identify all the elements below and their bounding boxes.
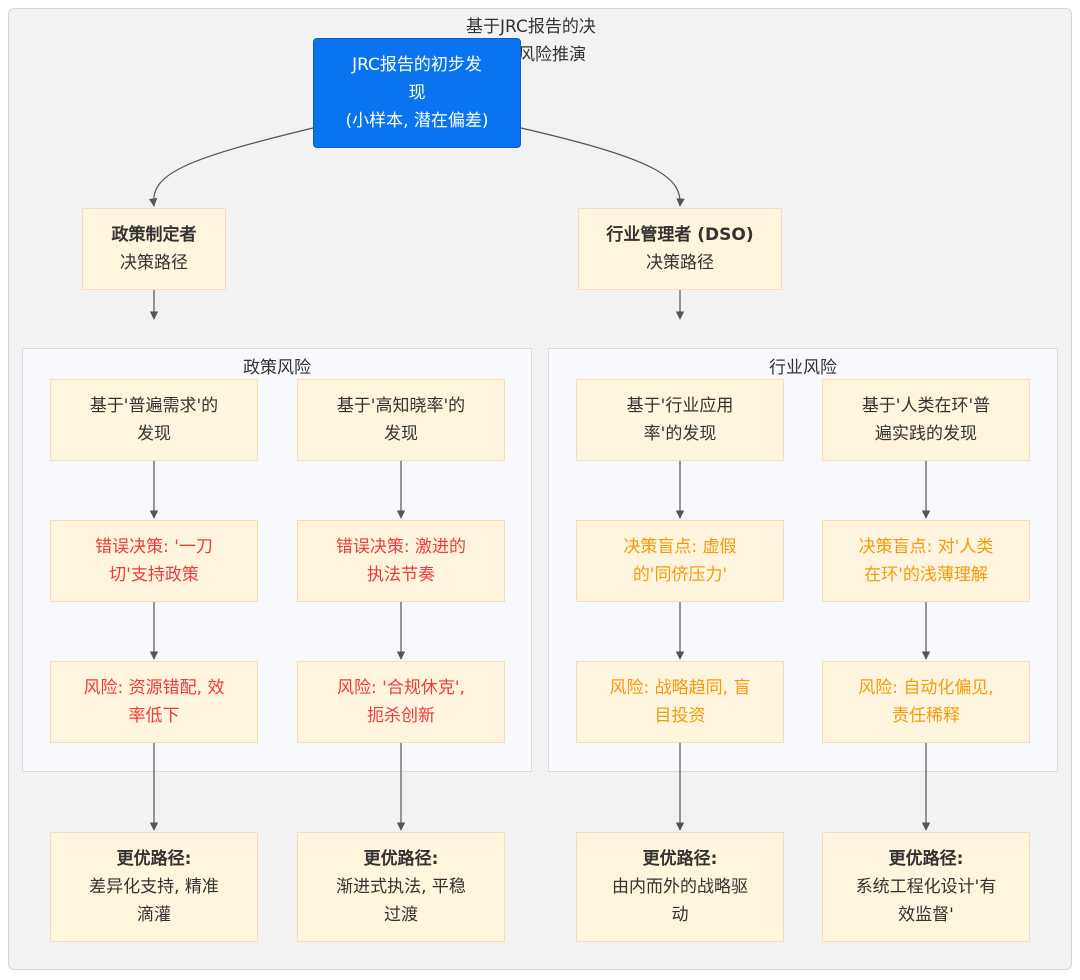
industry-risk1-line1: 风险: 战略趋同, 盲 xyxy=(609,678,751,698)
industry-risk-automation-bias: 风险: 自动化偏见, 责任稀释 xyxy=(822,661,1030,743)
industry-risk-strategic-convergence: 风险: 战略趋同, 盲 目投资 xyxy=(576,661,784,743)
industry-risk1-line2: 目投资 xyxy=(654,706,706,726)
policy-finding-general-demand: 基于'普遍需求'的 发现 xyxy=(50,379,258,461)
better-path3-line1: 由内而外的战略驱 xyxy=(612,877,748,897)
better-path1-line1: 差异化支持, 精准 xyxy=(89,877,219,897)
policy-error-one-size-fits-all: 错误决策: '一刀 切'支持政策 xyxy=(50,520,258,602)
better-path2-heading: 更优路径: xyxy=(363,849,439,869)
industry-blind2-line1: 决策盲点: 对'人类 xyxy=(858,537,994,557)
policy-risk2-line1: 风险: '合规休克', xyxy=(337,678,465,698)
industry-finding1-line2: 率'的发现 xyxy=(643,424,717,444)
better-path3-line2: 动 xyxy=(671,905,689,925)
better-path1-heading: 更优路径: xyxy=(116,849,192,869)
industry-manager-subtitle: 决策路径 xyxy=(646,253,714,273)
better-path4-line2: 效监督' xyxy=(898,905,954,925)
industry-finding-adoption-rate: 基于'行业应用 率'的发现 xyxy=(576,379,784,461)
better-path-inside-out-strategy: 更优路径: 由内而外的战略驱 动 xyxy=(576,832,784,942)
root-line2: 现 xyxy=(408,83,426,103)
edge-root-to-policy-maker xyxy=(148,127,314,207)
diagram-title-line2: 风险推演 xyxy=(518,45,586,65)
better-path2-line1: 渐进式执法, 平稳 xyxy=(336,877,466,897)
policy-error1-line2: 切'支持政策 xyxy=(109,565,199,585)
root-node: JRC报告的初步发 现 (小样本, 潜在偏差) xyxy=(313,38,521,148)
root-line3: (小样本, 潜在偏差) xyxy=(345,111,489,131)
industry-blind1-line2: 的'同侪压力' xyxy=(632,565,728,585)
edge-root-to-industry-manager xyxy=(520,127,685,207)
better-path-systematic-oversight: 更优路径: 系统工程化设计'有 效监督' xyxy=(822,832,1030,942)
policy-risk1-line1: 风险: 资源错配, 效 xyxy=(83,678,225,698)
root-line1: JRC报告的初步发 xyxy=(352,55,482,75)
better-path1-line2: 滴灌 xyxy=(137,905,171,925)
policy-risk1-line2: 率低下 xyxy=(128,706,180,726)
better-path2-line2: 过渡 xyxy=(384,905,418,925)
policy-finding1-line1: 基于'普遍需求'的 xyxy=(89,396,219,416)
better-path-differentiated-support: 更优路径: 差异化支持, 精准 滴灌 xyxy=(50,832,258,942)
industry-blindspot-peer-pressure: 决策盲点: 虚假 的'同侪压力' xyxy=(576,520,784,602)
industry-finding2-line2: 遍实践的发现 xyxy=(875,424,977,444)
industry-manager-node: 行业管理者 (DSO) 决策路径 xyxy=(578,208,782,290)
policy-risk-misallocation: 风险: 资源错配, 效 率低下 xyxy=(50,661,258,743)
policy-finding2-line2: 发现 xyxy=(384,424,418,444)
policy-finding-high-awareness: 基于'高知晓率'的 发现 xyxy=(297,379,505,461)
policy-error2-line2: 执法节奏 xyxy=(367,565,435,585)
industry-manager-title: 行业管理者 (DSO) xyxy=(606,225,754,245)
policy-risk2-line2: 扼杀创新 xyxy=(367,706,435,726)
better-path4-heading: 更优路径: xyxy=(888,849,964,869)
policy-finding2-line1: 基于'高知晓率'的 xyxy=(336,396,466,416)
policy-risk-cluster-label: 政策风险 xyxy=(243,358,311,378)
policy-maker-node: 政策制定者 决策路径 xyxy=(82,208,226,290)
better-path3-heading: 更优路径: xyxy=(642,849,718,869)
policy-finding1-line2: 发现 xyxy=(137,424,171,444)
better-path-gradual-enforcement: 更优路径: 渐进式执法, 平稳 过渡 xyxy=(297,832,505,942)
better-path4-line1: 系统工程化设计'有 xyxy=(855,877,997,897)
policy-maker-title: 政策制定者 xyxy=(111,225,197,245)
industry-risk-cluster-label: 行业风险 xyxy=(769,358,837,378)
policy-error-aggressive-enforcement: 错误决策: 激进的 执法节奏 xyxy=(297,520,505,602)
industry-finding2-line1: 基于'人类在环'普 xyxy=(861,396,991,416)
industry-blindspot-shallow-understanding: 决策盲点: 对'人类 在环'的浅薄理解 xyxy=(822,520,1030,602)
industry-blind1-line1: 决策盲点: 虚假 xyxy=(623,537,737,557)
industry-risk2-line1: 风险: 自动化偏见, xyxy=(858,678,994,698)
policy-risk-compliance-shock: 风险: '合规休克', 扼杀创新 xyxy=(297,661,505,743)
policy-maker-subtitle: 决策路径 xyxy=(120,253,188,273)
industry-blind2-line2: 在环'的浅薄理解 xyxy=(864,565,988,585)
industry-risk2-line2: 责任稀释 xyxy=(892,706,960,726)
policy-error1-line1: 错误决策: '一刀 xyxy=(95,537,213,557)
industry-finding-human-in-loop: 基于'人类在环'普 遍实践的发现 xyxy=(822,379,1030,461)
policy-error2-line1: 错误决策: 激进的 xyxy=(335,537,467,557)
industry-finding1-line1: 基于'行业应用 xyxy=(626,396,734,416)
diagram-title-line1: 基于JRC报告的决 xyxy=(466,17,596,37)
